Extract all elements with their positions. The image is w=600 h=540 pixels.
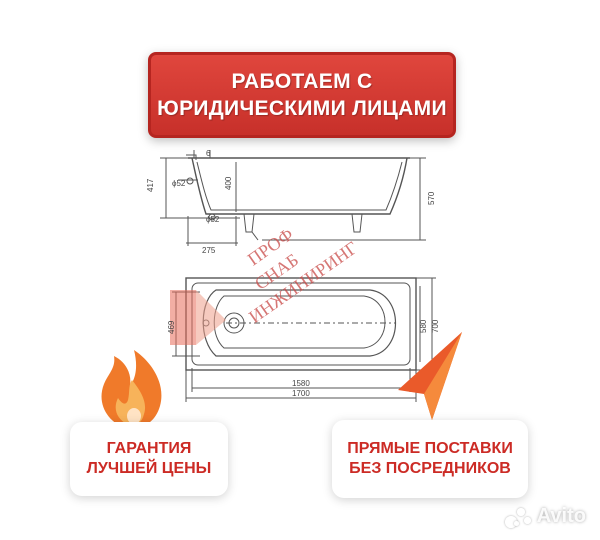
supply-line-1: ПРЯМЫЕ ПОСТАВКИ bbox=[347, 440, 513, 457]
flame-icon bbox=[101, 350, 162, 430]
banner-title-line-1: РАБОТАЕМ С bbox=[231, 70, 373, 93]
dim-diameter-top: ϕ52 bbox=[172, 179, 186, 188]
dim-drain-offset: 275 bbox=[202, 246, 216, 255]
arrow-pointer-icon bbox=[398, 332, 462, 420]
dim-length-total: 1700 bbox=[292, 389, 310, 398]
avito-logo-icon bbox=[504, 506, 531, 528]
dim-width-700: 700 bbox=[431, 319, 440, 333]
dim-width-inner: 469 bbox=[167, 320, 176, 334]
dim-height-total: 417 bbox=[146, 178, 155, 192]
guarantee-line-1: ГАРАНТИЯ bbox=[106, 440, 192, 457]
dim-overall-height: 570 bbox=[427, 191, 436, 205]
banner-title-line-2: ЮРИДИЧЕСКИМИ ЛИЦАМИ bbox=[157, 97, 447, 120]
dim-diameter-bottom: ϕ52 bbox=[206, 215, 220, 224]
supply-line-2: БЕЗ ПОСРЕДНИКОВ bbox=[349, 460, 511, 477]
avito-watermark: Avito bbox=[504, 505, 586, 528]
dim-width-580: 580 bbox=[419, 319, 428, 333]
dim-length-inner: 1580 bbox=[292, 379, 310, 388]
promo-banner: РАБОТАЕМ С ЮРИДИЧЕСКИМИ ЛИЦАМИ bbox=[148, 52, 456, 138]
guarantee-card: ГАРАНТИЯ ЛУЧШЕЙ ЦЕНЫ bbox=[70, 422, 228, 496]
direct-supply-card: ПРЯМЫЕ ПОСТАВКИ БЕЗ ПОСРЕДНИКОВ bbox=[332, 420, 528, 498]
guarantee-line-2: ЛУЧШЕЙ ЦЕНЫ bbox=[86, 460, 212, 477]
dim-inner-height: 400 bbox=[224, 176, 233, 190]
avito-label: Avito bbox=[536, 505, 586, 527]
dim-top-small: 6 bbox=[206, 149, 211, 158]
